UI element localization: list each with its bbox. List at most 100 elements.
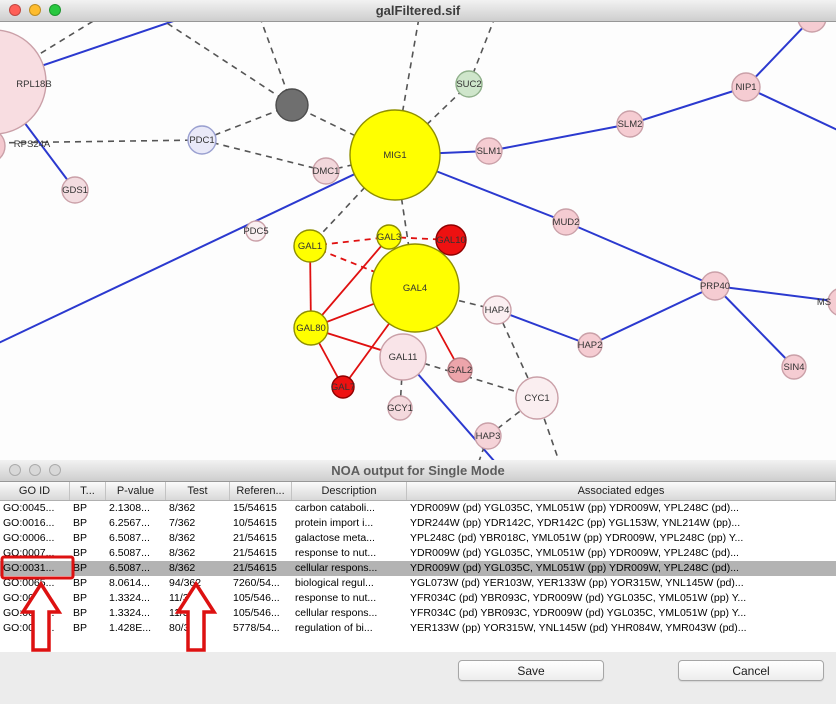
graph-node-label: GAL2: [448, 365, 472, 376]
graph-node-SLM1[interactable]: [475, 137, 503, 165]
close-button[interactable]: [9, 4, 21, 16]
graph-node-CYC1[interactable]: [515, 376, 559, 420]
table-cell-reference: 21/54615: [233, 562, 277, 574]
graph-node-GCY1[interactable]: [387, 395, 413, 421]
graph-edge[interactable]: [745, 22, 812, 88]
graph-node-unlabeled-dark[interactable]: [275, 88, 309, 122]
table-cell-go_id: GO:0050...: [3, 622, 55, 634]
graph-edge[interactable]: [714, 285, 836, 303]
column-header[interactable]: Test: [166, 482, 230, 500]
graph-node-HAP3[interactable]: [474, 422, 502, 450]
close-button[interactable]: [9, 464, 21, 476]
column-header[interactable]: Description: [292, 482, 407, 500]
graph-edge[interactable]: [309, 245, 416, 289]
graph-edge[interactable]: [714, 285, 795, 368]
table-cell-go_id: GO:0031...: [3, 562, 55, 574]
column-header[interactable]: Associated edges: [407, 482, 836, 500]
graph-node-HAP2[interactable]: [577, 332, 603, 358]
zoom-button[interactable]: [49, 4, 61, 16]
cancel-button[interactable]: Cancel: [678, 660, 824, 681]
graph-edge[interactable]: [399, 356, 404, 409]
column-header[interactable]: T...: [70, 482, 106, 500]
graph-edge[interactable]: [310, 236, 390, 329]
minimize-button[interactable]: [29, 464, 41, 476]
graph-node-corner-node[interactable]: [797, 22, 827, 33]
table-cell-type: BP: [73, 502, 88, 514]
graph-edge[interactable]: [0, 154, 396, 348]
graph-node-GAL3[interactable]: [376, 224, 402, 250]
table-cell-reference: 15/54615: [233, 502, 277, 514]
graph-edge[interactable]: [201, 139, 327, 172]
graph-node-GAL11[interactable]: [379, 333, 427, 381]
graph-edge[interactable]: [745, 86, 836, 134]
graph-node-label: RPS24A: [14, 139, 51, 150]
graph-node-SUC2[interactable]: [455, 70, 483, 98]
graph-node-label: HAP4: [485, 305, 510, 316]
graph-node-SIN4[interactable]: [781, 354, 807, 380]
graph-edge[interactable]: [589, 285, 716, 346]
graph-node-label: CYC1: [524, 393, 549, 404]
column-header[interactable]: P-value: [106, 482, 166, 500]
graph-node-PDC1[interactable]: [187, 125, 217, 155]
graph-node-label: MUD2: [553, 217, 580, 228]
graph-edge[interactable]: [0, 139, 203, 144]
graph-node-RPS24A[interactable]: [0, 129, 6, 163]
graph-window-titlebar[interactable]: galFiltered.sif: [0, 0, 836, 22]
graph-node-GDS1[interactable]: [61, 176, 89, 204]
graph-node-label: HAP2: [578, 340, 603, 351]
graph-node-HAP4[interactable]: [482, 295, 512, 325]
graph-edge[interactable]: [488, 123, 631, 152]
column-header[interactable]: Referen...: [230, 482, 292, 500]
graph-node-MS[interactable]: [827, 288, 836, 316]
graph-node-GAL2[interactable]: [447, 357, 473, 383]
graph-node-DMC1[interactable]: [312, 157, 340, 185]
graph-node-GAL10[interactable]: [435, 224, 467, 256]
graph-edge[interactable]: [496, 309, 591, 346]
graph-node-NIP1[interactable]: [731, 72, 761, 102]
noa-window-titlebar[interactable]: NOA output for Single Mode: [0, 460, 836, 482]
graph-node-PDC5[interactable]: [245, 220, 267, 242]
graph-node-MUD2[interactable]: [552, 208, 580, 236]
graph-node-GAL4[interactable]: [370, 243, 460, 333]
noa-window-title: NOA output for Single Mode: [331, 463, 505, 478]
graph-node-RPL18B[interactable]: [0, 29, 47, 135]
table-cell-p_value: 8.0614...: [109, 577, 150, 589]
graph-edge[interactable]: [291, 104, 396, 156]
graph-edge[interactable]: [309, 154, 396, 247]
minimize-button[interactable]: [29, 4, 41, 16]
graph-edge[interactable]: [150, 22, 293, 106]
graph-node-SLM2[interactable]: [616, 110, 644, 138]
table-cell-test: 8/362: [169, 562, 196, 574]
table-cell-type: BP: [73, 577, 88, 589]
table-cell-edges: YDR009W (pd) YGL035C, YML051W (pp) YDR00…: [410, 562, 739, 574]
zoom-button[interactable]: [49, 464, 61, 476]
graph-node-label: SUC2: [456, 79, 481, 90]
graph-node-label: GAL10: [436, 235, 466, 246]
table-cell-p_value: 6.2567...: [109, 517, 150, 529]
save-button[interactable]: Save: [458, 660, 604, 681]
graph-node-label: MS: [817, 297, 831, 308]
graph-node-GAL80[interactable]: [293, 310, 329, 346]
column-header[interactable]: GO ID: [0, 482, 70, 500]
graph-edge[interactable]: [629, 86, 747, 125]
graph-node-label: HAP3: [476, 431, 501, 442]
graph-edge[interactable]: [565, 221, 716, 287]
graph-node-MIG1[interactable]: [349, 109, 441, 201]
graph-node-GAL7[interactable]: [331, 375, 355, 399]
graph-node-PRP40[interactable]: [700, 271, 730, 301]
graph-node-GAL1[interactable]: [293, 229, 327, 263]
